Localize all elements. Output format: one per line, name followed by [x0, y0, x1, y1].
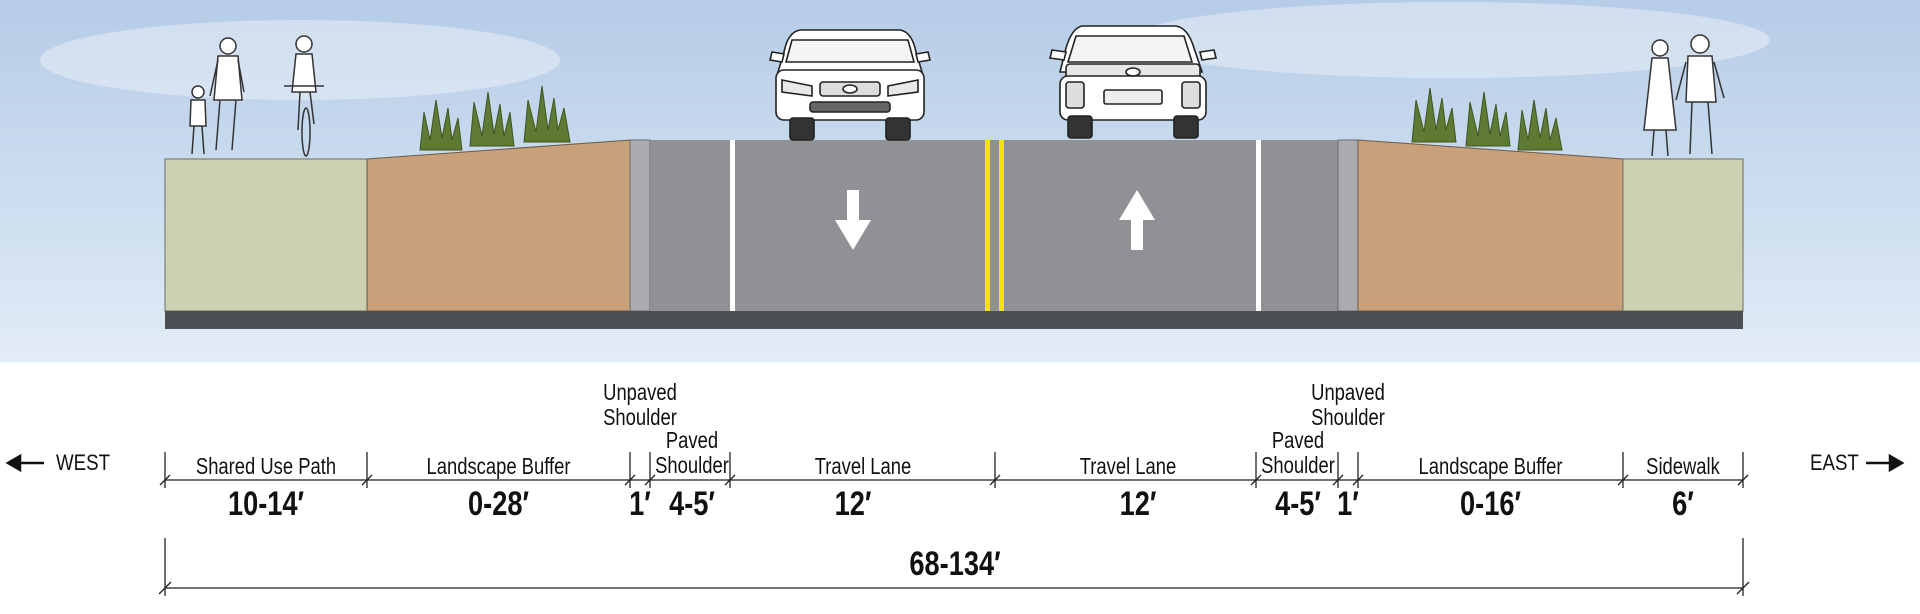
shrub-icon	[419, 85, 571, 151]
label-paved-shoulder-east: Paved Shoulder	[1256, 428, 1339, 478]
dimension-slash	[159, 474, 171, 486]
dimension-slash	[1737, 474, 1749, 486]
cloud	[1130, 2, 1770, 78]
west-label: WEST	[56, 450, 110, 476]
width-landscape-buffer-west: 0-28′	[468, 485, 529, 523]
width-unpaved-shoulder-west: 1′	[629, 485, 651, 523]
label-travel-lane-south: Travel Lane	[814, 453, 912, 479]
sidewalk-surface	[1622, 158, 1744, 312]
dimension-slash	[1250, 474, 1262, 486]
width-sidewalk: 6′	[1672, 485, 1694, 523]
total-width: 68-134′	[909, 545, 1001, 583]
cyclist-icon	[284, 35, 324, 157]
dimension-slash	[724, 474, 736, 486]
pedestrian-couple-icon	[1643, 34, 1725, 157]
shared-use-path-surface	[164, 158, 368, 312]
label-sidewalk: Sidewalk	[1646, 453, 1720, 479]
label-unpaved-shoulder-east: Unpaved Shoulder	[1300, 380, 1396, 430]
west-arrow-icon	[5, 453, 44, 473]
label-shared-use-path: Shared Use Path	[195, 453, 337, 479]
dimension-slash	[989, 474, 1001, 486]
centerline-right	[999, 140, 1004, 311]
car-front-icon	[769, 29, 931, 141]
unpaved-shoulder-east-surface	[1337, 139, 1359, 312]
landscape-buffer-east-surface	[1357, 139, 1624, 312]
width-landscape-buffer-east: 0-16′	[1460, 485, 1521, 523]
dimension-ticks	[159, 452, 1749, 488]
label-landscape-buffer-east: Landscape Buffer	[1418, 453, 1563, 479]
label-line: Paved	[665, 427, 719, 453]
shrub-icon	[1411, 87, 1563, 151]
east-text: EAST	[1810, 450, 1859, 475]
car-rear-icon	[1049, 25, 1217, 139]
dimension-slash	[1332, 474, 1344, 486]
width-travel-lane-south: 12′	[834, 485, 872, 523]
label-line: Shoulder	[1311, 404, 1385, 430]
east-arrow-icon	[1866, 453, 1905, 473]
unpaved-shoulder-west-surface	[629, 139, 651, 312]
pedestrian-adult-icon	[209, 37, 245, 151]
west-text: WEST	[56, 450, 111, 475]
base-layer	[165, 311, 1743, 329]
width-paved-shoulder-west: 4-5′	[669, 485, 715, 523]
label-line: Shoulder	[603, 404, 677, 430]
arrow-up-icon	[1119, 190, 1155, 250]
label-line: Shoulder	[1261, 452, 1335, 478]
label-line: Shoulder	[655, 452, 729, 478]
landscape-buffer-west-surface	[366, 139, 631, 312]
dimension-line-total	[158, 538, 1750, 596]
centerline-left	[985, 140, 990, 311]
arrow-down-icon	[835, 190, 871, 250]
label-line: Unpaved	[1311, 379, 1385, 405]
width-unpaved-shoulder-east: 1′	[1337, 485, 1359, 523]
edge-line-east	[1256, 140, 1261, 311]
dimension-slash	[644, 474, 656, 486]
width-shared-use-path: 10-14′	[227, 485, 305, 523]
label-travel-lane-north: Travel Lane	[1079, 453, 1177, 479]
dimension-slash	[1352, 474, 1364, 486]
label-landscape-buffer-west: Landscape Buffer	[426, 453, 571, 479]
dimension-slash	[361, 474, 373, 486]
width-paved-shoulder-east: 4-5′	[1275, 485, 1321, 523]
dimension-slash	[624, 474, 636, 486]
edge-line-west	[730, 140, 735, 311]
label-paved-shoulder-west: Paved Shoulder	[650, 428, 733, 478]
label-unpaved-shoulder-west: Unpaved Shoulder	[592, 380, 688, 430]
east-label: EAST	[1810, 450, 1859, 476]
dimension-slash	[1617, 474, 1629, 486]
roadway-surface	[650, 140, 1338, 311]
label-line: Paved	[1271, 427, 1325, 453]
label-line: Unpaved	[603, 379, 677, 405]
pedestrian-child-icon	[189, 85, 207, 155]
width-travel-lane-north: 12′	[1119, 485, 1157, 523]
